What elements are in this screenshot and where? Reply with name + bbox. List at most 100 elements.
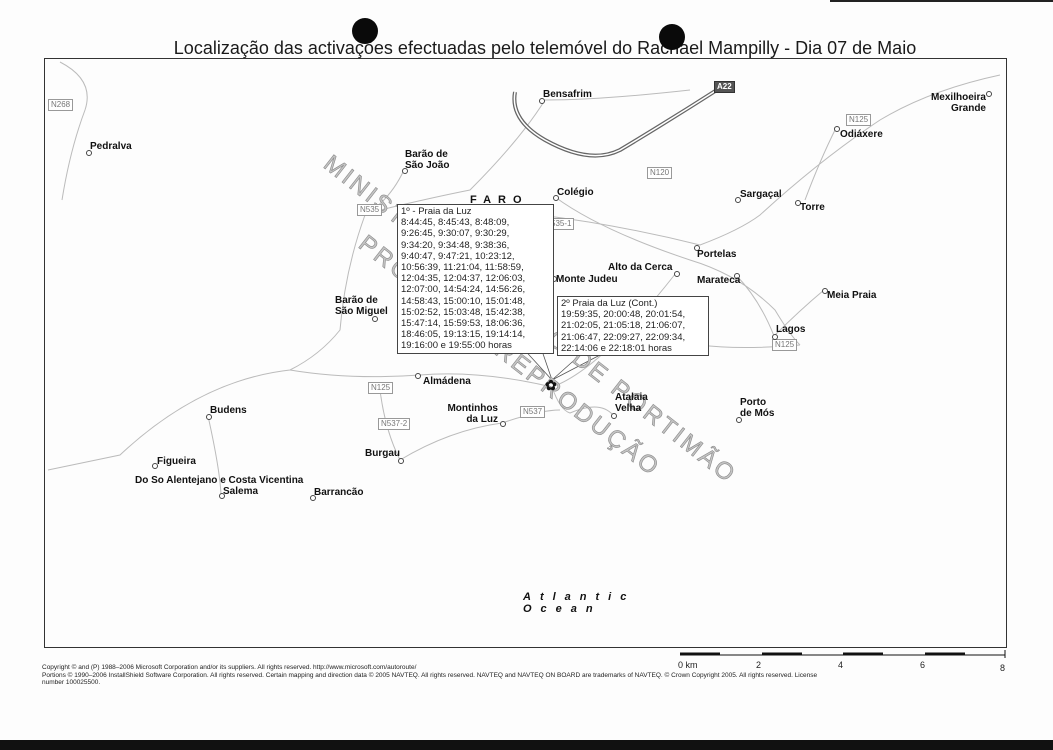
place-dot	[674, 271, 680, 277]
place-label[interactable]: Figueira	[157, 456, 196, 467]
place-dot	[822, 288, 828, 294]
road	[207, 415, 222, 496]
place-label[interactable]: Montinhos da Luz	[447, 403, 498, 425]
road-shield: N125	[772, 339, 798, 351]
place-dot	[398, 458, 404, 464]
place-label[interactable]: Sargaçal	[740, 189, 782, 200]
place-label[interactable]: Marateca	[697, 275, 741, 286]
callout-line: 22:14:06 e 22:18:01 horas	[561, 342, 672, 354]
place-label[interactable]: Monte Judeu	[556, 274, 618, 285]
callout-activations-2: 2º Praia da Luz (Cont.) 19:59:35, 20:00:…	[557, 296, 709, 357]
place-label[interactable]: Bensafrim	[543, 89, 592, 100]
place-dot	[735, 197, 741, 203]
place-label[interactable]: Budens	[210, 405, 247, 416]
place-dot	[772, 334, 778, 340]
road	[47, 169, 405, 471]
place-label[interactable]: Barrancão	[314, 487, 364, 498]
road	[551, 386, 614, 416]
place-label[interactable]: Lagos	[776, 324, 806, 335]
place-label[interactable]: Colégio	[557, 187, 594, 198]
place-label[interactable]: Meia Praia	[827, 290, 877, 301]
callout-line: 12:04:35, 12:04:37, 12:06:03,	[401, 273, 526, 285]
callout-line: 14:58:43, 15:00:10, 15:01:48,	[401, 295, 526, 307]
punch-hole	[352, 18, 378, 44]
motorway-a22-centerline	[513, 87, 721, 157]
callout-line: 12:07:00, 14:54:24, 14:56:26,	[401, 284, 526, 296]
place-dot	[206, 414, 212, 420]
callout-line: 21:06:47, 22:09:27, 22:09:34,	[561, 331, 686, 343]
place-dot	[372, 316, 378, 322]
place-label[interactable]: Portelas	[697, 249, 737, 260]
road-shield-motorway: A22	[714, 81, 735, 93]
ocean-label-line: Ocean	[523, 603, 602, 615]
place-dot	[500, 421, 506, 427]
place-dot	[402, 168, 408, 174]
road-shield: N535	[357, 204, 383, 216]
place-dot	[539, 98, 545, 104]
callout-line: 9:34:20, 9:34:48, 9:38:36,	[401, 239, 510, 251]
road-shield: N537	[520, 406, 546, 418]
road	[539, 74, 1001, 246]
scale-bar	[680, 650, 1006, 658]
callout-line: 18:46:05, 19:13:15, 19:14:14,	[401, 329, 526, 341]
scale-label: 2	[756, 660, 762, 670]
phone-location-marker-icon[interactable]: ✿	[545, 377, 557, 393]
place-label[interactable]: Pedralva	[90, 141, 132, 152]
place-label[interactable]: Almádena	[423, 376, 471, 387]
road	[359, 89, 691, 216]
callout-line: 9:26:45, 9:30:07, 9:30:29,	[401, 228, 510, 240]
copyright-line: Portions © 1990–2006 InstallShield Softw…	[42, 671, 818, 679]
page-edge	[830, 0, 1053, 2]
copyright-notice: Copyright © and (P) 1988–2006 Microsoft …	[42, 664, 982, 687]
place-label[interactable]: Alto da Cerca	[608, 262, 673, 273]
place-label[interactable]: Salema	[223, 486, 259, 497]
callout-line: 19:16:00 e 19:55:00 horas	[401, 340, 512, 352]
callout-line: 15:02:52, 15:03:48, 15:42:38,	[401, 306, 526, 318]
place-label[interactable]: Torre	[800, 202, 825, 213]
scale-label: 0 km	[678, 660, 698, 670]
place-label[interactable]: Burgau	[365, 448, 400, 459]
callout-title: 2º Praia da Luz (Cont.)	[561, 298, 658, 309]
place-dot	[834, 126, 840, 132]
park-label[interactable]: Do So Alentejano e Costa Vicentina	[135, 475, 304, 486]
scale-label: 4	[838, 660, 844, 670]
ocean-label-line: Atlantic	[523, 591, 636, 603]
place-dot	[553, 195, 559, 201]
place-dot	[415, 373, 421, 379]
copyright-line: number 100025500.	[42, 679, 101, 686]
scale-label: 8	[1000, 663, 1006, 673]
place-dot	[152, 463, 158, 469]
callout-line: 19:59:35, 20:00:48, 20:01:54,	[561, 309, 686, 321]
place-dot	[736, 417, 742, 423]
place-label[interactable]: Barão de São Miguel	[335, 295, 388, 317]
callout-line: 9:40:47, 9:47:21, 10:23:12,	[401, 250, 515, 262]
place-dot	[986, 91, 992, 97]
punch-hole	[659, 24, 685, 50]
map-frame[interactable]	[44, 58, 1007, 648]
road-shield: N120	[647, 167, 673, 179]
place-label[interactable]: Odiáxere	[840, 129, 883, 140]
place-label[interactable]: Atalaia Velha	[615, 392, 648, 414]
callout-activations-1: 1º - Praia da Luz 8:44:45, 8:45:43, 8:48…	[397, 204, 554, 354]
region-label: FARO	[470, 194, 529, 206]
place-dot	[219, 493, 225, 499]
place-dot	[611, 413, 617, 419]
place-dot	[310, 495, 316, 501]
scan-edge	[0, 740, 1053, 750]
place-label[interactable]: Porto de Mós	[740, 397, 775, 419]
road	[59, 61, 88, 201]
callout-line: 15:47:14, 15:59:53, 18:06:36,	[401, 318, 526, 330]
ocean-label: Atlantic Ocean	[523, 591, 635, 615]
road-shield: N125	[846, 114, 872, 126]
copyright-line: Copyright © and (P) 1988–2006 Microsoft …	[42, 664, 417, 671]
road-shield: N537-2	[378, 418, 411, 430]
scale-label: 6	[920, 660, 926, 670]
place-label[interactable]: Mexilhoeira Grande	[930, 92, 986, 114]
place-dot	[694, 245, 700, 251]
place-dot	[734, 273, 740, 279]
road	[804, 127, 837, 201]
callout-line: 8:44:45, 8:45:43, 8:48:09,	[401, 217, 510, 229]
callout-line: 10:56:39, 11:21:04, 11:58:59,	[401, 262, 524, 274]
place-label[interactable]: Barão de São João	[405, 149, 450, 171]
